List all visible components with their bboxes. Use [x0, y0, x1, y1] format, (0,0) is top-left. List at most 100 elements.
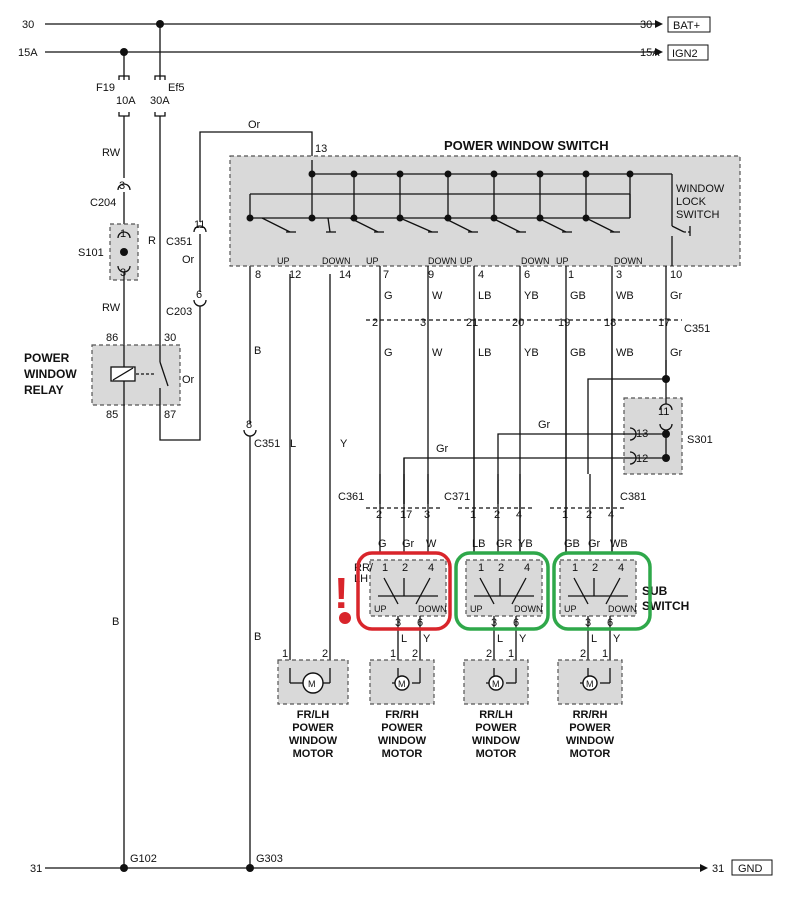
motor-m-label-frrh: M: [398, 679, 406, 689]
c351-pin-2: 2: [372, 317, 378, 329]
pws-pin-1: 1: [568, 269, 574, 281]
motor-pin-rrrh-1: 1: [602, 648, 608, 660]
bat-rail-left-num: 30: [22, 19, 34, 31]
relay-pin-85: 85: [106, 409, 118, 421]
motor-title-rrlh-0: RR/LH: [479, 709, 513, 721]
pws-blade-3: [399, 217, 433, 233]
relay-title-1: POWER: [24, 351, 70, 365]
power-window-switch: POWER WINDOW SWITCH 13 WINDOW LOCK SWITC…: [229, 138, 741, 281]
sub-up-2: UP: [564, 604, 577, 614]
frrh-corner-label-2: LH: [354, 573, 368, 585]
c361-label: C361: [338, 491, 364, 503]
fuse-f19: F19 10A: [96, 48, 136, 178]
pws-title: POWER WINDOW SWITCH: [444, 138, 609, 153]
ef5-rating: 30A: [150, 95, 170, 107]
gnd-box: [731, 859, 773, 876]
pws-up-4: UP: [460, 256, 473, 266]
pws-up-0: UP: [277, 256, 290, 266]
wire-color-b-3: YB: [524, 347, 539, 359]
wire-b-1: B: [112, 616, 119, 628]
motor-pin-rrlh-0: 2: [486, 648, 492, 660]
s101-pin-3: 3: [120, 267, 126, 279]
door-pin-0-0: 2: [376, 509, 382, 521]
sub-blade-l-2: [573, 577, 589, 605]
pws-pin-4: 4: [478, 269, 484, 281]
sub-wire-color-2-0: L: [591, 633, 597, 645]
door-connectors: C361 C371 C381 2G17Gr3W1LB2GR4YB1GB2Gr4W…: [338, 458, 646, 553]
door-wire-color-0-0: G: [378, 538, 387, 550]
c381-label: C381: [620, 491, 646, 503]
motor-pin-frrh-1: 2: [412, 648, 418, 660]
pws-pin-10: 10: [670, 269, 682, 281]
c371-label: C371: [444, 491, 470, 503]
c351-pin-8: 8: [246, 419, 252, 431]
pws-up-2: UP: [366, 256, 379, 266]
sub-up-0: UP: [374, 604, 387, 614]
s301-pin-12: 12: [636, 453, 648, 465]
sub-switch-box-1: [465, 559, 543, 617]
motor-pin-rrlh-1: 1: [508, 648, 514, 660]
lock-switch-line-1: WINDOW: [676, 183, 725, 195]
motor-icon-rrlh: [488, 675, 504, 691]
gnd-rail-right-num: 31: [712, 863, 724, 875]
relay-pin-30: 30: [164, 332, 176, 344]
ign-rail-left-num: 15A: [18, 47, 38, 59]
s301-splice: S301 11 13 12 Gr Gr: [403, 360, 713, 504]
sub-wire-color-0-0: L: [401, 633, 407, 645]
gnd-rail-left-num: 31: [30, 863, 42, 875]
door-pin-2-1: 2: [586, 509, 592, 521]
sub-wire-color-1-0: L: [497, 633, 503, 645]
pws-blade-4: [443, 217, 473, 233]
ign2-box: [667, 44, 709, 61]
motor-title-rrrh-0: RR/RH: [573, 709, 608, 721]
sub-top-pin-2-0: 1: [572, 562, 578, 574]
door-pin-1-2: 4: [516, 509, 522, 521]
sub-blade-r-0: [415, 577, 431, 605]
motor-title-frrh-3: MOTOR: [382, 748, 423, 760]
lock-switch-line-2: LOCK: [676, 196, 707, 208]
sub-up-1: UP: [470, 604, 483, 614]
motor-title-frrh-1: POWER: [381, 722, 423, 734]
pws-up-6: UP: [556, 256, 569, 266]
wire-or-2: Or: [182, 374, 195, 386]
pws-blade-1: [327, 217, 331, 233]
lock-switch-line-3: SWITCH: [676, 209, 719, 221]
sub-top-pin-0-2: 4: [428, 562, 434, 574]
f19-label: F19: [96, 82, 115, 94]
door-wire-color-0-1: Gr: [402, 538, 415, 550]
ef5-label: Ef5: [168, 82, 185, 94]
left-circuit: RW 3 C204 1 3 S101 R RW Or 11 C351 Or 6 …: [24, 116, 348, 872]
door-pin-0-2: 3: [424, 509, 430, 521]
wire-b-3: B: [254, 631, 261, 643]
sub-top-pin-2-2: 4: [618, 562, 624, 574]
motor-title-frlh-0: FR/LH: [297, 709, 329, 721]
s101-pin-1: 1: [120, 228, 126, 240]
door-pin-0-1: 17: [400, 509, 412, 521]
pws-blade-5: [491, 217, 521, 233]
g102-label: G102: [130, 853, 157, 865]
c351-label-3: C351: [684, 323, 710, 335]
sub-down-1: DOWN: [514, 604, 543, 614]
c204-pin: 3: [119, 180, 125, 192]
sub-switch-box-2: [559, 559, 637, 617]
bat-plus-label: BAT+: [673, 20, 700, 32]
pws-down-7: DOWN: [614, 256, 643, 266]
motor-icon-frrh: [394, 675, 410, 691]
pws-blade-2: [349, 217, 379, 233]
c203-pin: 6: [196, 289, 202, 301]
motor-title-frrh-0: FR/RH: [385, 709, 419, 721]
motor-title-rrlh-1: POWER: [475, 722, 517, 734]
c351-label-2: C351: [254, 438, 280, 450]
motor-title-frlh-3: MOTOR: [293, 748, 334, 760]
ign-rail: 15A 15A IGN2: [18, 44, 709, 61]
highlight-frrh: [356, 551, 452, 631]
c351-pin-19: 19: [558, 317, 570, 329]
pws-pin-6: 6: [524, 269, 530, 281]
